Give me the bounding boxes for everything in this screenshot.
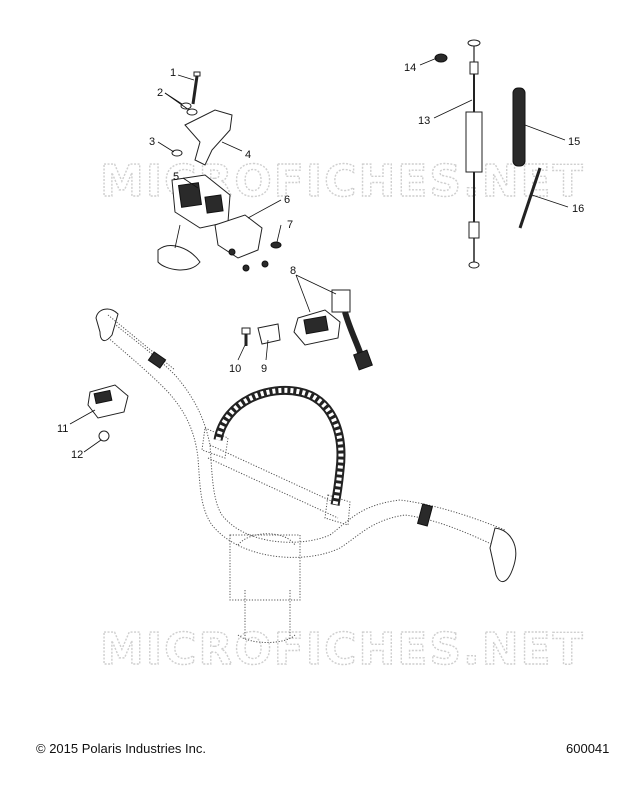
bolt-part-1	[191, 71, 201, 105]
screw-a	[242, 264, 250, 272]
watermark-bottom: MICROFICHES.NET	[100, 624, 585, 675]
callout-16: 16	[572, 203, 584, 215]
switch-assembly-part-8	[293, 289, 373, 371]
nut-part-3	[171, 149, 183, 157]
figure-number: 600041	[566, 741, 610, 756]
copyright-text: © 2015 Polaris Industries Inc.	[36, 741, 206, 756]
nut-part-14	[434, 53, 448, 63]
callout-10: 10	[229, 363, 241, 375]
callout-13: 13	[418, 115, 430, 127]
callout-6: 6	[284, 194, 290, 206]
screw-part-7	[270, 241, 282, 249]
cable-part-13	[465, 39, 483, 269]
callout-7: 7	[287, 219, 293, 231]
callout-1: 1	[170, 67, 176, 79]
wire-harness	[213, 385, 346, 506]
callout-5: 5	[173, 171, 179, 183]
screw-part-10	[241, 327, 251, 346]
callout-9: 9	[261, 363, 267, 375]
clip-part-9	[257, 323, 281, 345]
callout-labels: 1 2 3 4 5 6 7 8 9 10 11 12 13 14 15 16	[57, 62, 584, 461]
washer-part-2a	[180, 102, 192, 110]
bracket-part-4	[184, 109, 233, 166]
sleeve-part-15	[512, 87, 526, 167]
nut-part-12	[98, 430, 110, 442]
switch-housing-part-5	[157, 174, 231, 271]
callout-4: 4	[245, 149, 251, 161]
screw-c	[228, 248, 236, 256]
callout-14: 14	[404, 62, 416, 74]
handlebar	[95, 308, 517, 643]
screw-b	[261, 260, 269, 268]
callout-3: 3	[149, 136, 155, 148]
washer-part-2b	[186, 108, 198, 116]
callout-8: 8	[290, 265, 296, 277]
plate-part-6	[214, 214, 263, 259]
callout-2: 2	[157, 87, 163, 99]
callout-15: 15	[568, 136, 580, 148]
leader-lines	[69, 57, 569, 453]
rod-part-16	[518, 167, 542, 229]
callout-12: 12	[71, 449, 83, 461]
callout-11: 11	[57, 423, 68, 435]
